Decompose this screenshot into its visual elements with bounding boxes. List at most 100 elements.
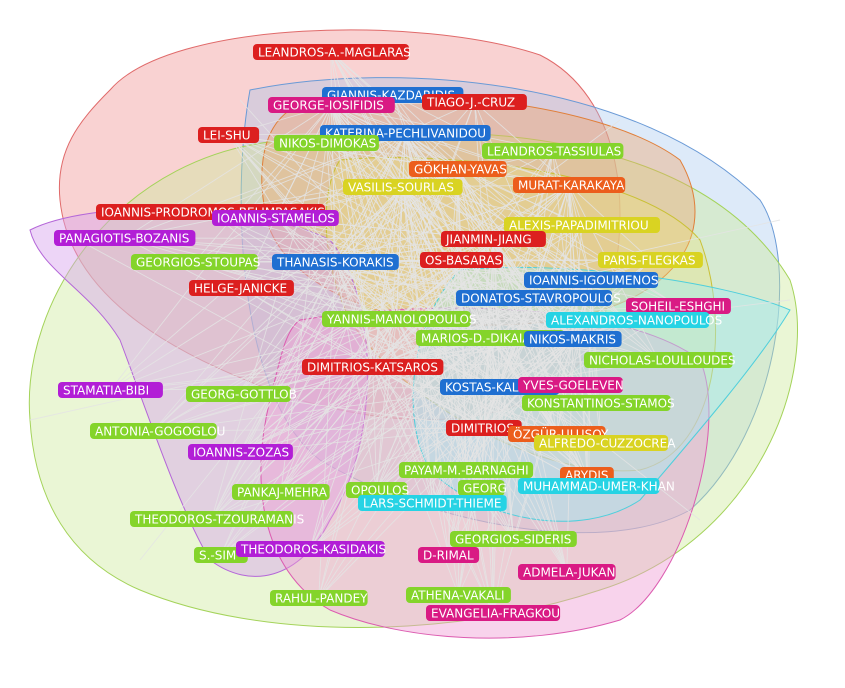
author-label-pill — [482, 143, 624, 159]
author-node[interactable]: ALEXANDROS-NANOPOULOS — [546, 312, 722, 328]
collaboration-edge — [310, 338, 574, 550]
collaboration-edge — [372, 366, 494, 614]
author-node[interactable]: DIMITRIOS-KATSAROS — [302, 359, 444, 375]
author-node[interactable]: LEANDROS-TASSIULAS — [482, 143, 624, 159]
author-node[interactable]: LEANDROS-A.-MAGLARAS — [253, 44, 411, 60]
author-node[interactable]: HELGE-JANICKE — [189, 280, 294, 296]
author-node[interactable]: ALFREDO-CUZZOCREA — [534, 435, 676, 451]
author-node[interactable]: IOANNIS-ZOZAS — [188, 444, 293, 460]
author-label-text: IOANNIS-STAMELOS — [217, 212, 335, 226]
collaboration-edge — [211, 168, 459, 520]
collaboration-edge — [240, 337, 491, 453]
author-label-pill — [406, 587, 511, 603]
author-node[interactable]: ADMELA-JUKAN — [518, 564, 616, 580]
collaboration-edge — [194, 261, 573, 340]
author-label-pill — [518, 478, 660, 494]
author-node[interactable]: JIANMIN-JIANG — [441, 231, 546, 247]
author-label-pill — [598, 252, 703, 268]
author-label-pill — [343, 179, 463, 195]
author-label-text: GEORG-GOTTLOB — [191, 388, 297, 402]
collaboration-edge — [211, 427, 484, 520]
author-label-pill — [584, 352, 733, 368]
author-label-text: THEODOROS-TZOURAMANIS — [134, 513, 304, 527]
author-label-text: IOANNIS-ZOZAS — [193, 446, 289, 460]
collaboration-edge — [59, 229, 301, 361]
author-node[interactable]: RAHUL-PANDEY — [270, 590, 368, 606]
collaboration-edge — [461, 259, 568, 573]
author-node[interactable]: YANNIS-MANOLOPOULOS — [322, 311, 477, 327]
author-node[interactable]: THEODOROS-TZOURAMANIS — [130, 511, 304, 527]
author-node[interactable]: MUHAMMAD-UMER-KHAN — [518, 478, 675, 494]
author-label-text: D-RIMAL — [423, 549, 474, 563]
collaboration-edge — [335, 261, 573, 340]
author-node[interactable]: S.-SIM — [194, 547, 248, 563]
collaboration-edge — [331, 104, 570, 186]
author-node[interactable]: YVES-GOELEVEN — [518, 377, 624, 393]
author-label-pill — [522, 395, 671, 411]
author-node[interactable]: ATHENA-VAKALI — [406, 587, 511, 603]
author-node[interactable]: STAMATIA-BIBI — [58, 382, 163, 398]
author-node[interactable]: PARIS-FLEGKAS — [598, 252, 703, 268]
author-label-pill — [274, 135, 379, 151]
author-node[interactable]: MURAT-KARAKAYA — [513, 177, 626, 193]
author-label-text: STAMATIA-BIBI — [63, 384, 149, 398]
author-node[interactable]: TIAGO-J.-CRUZ — [422, 94, 527, 110]
author-node[interactable]: GEORGIOS-SIDERIS — [450, 531, 577, 547]
author-node[interactable]: SOHEIL-ESHGHI — [626, 298, 731, 314]
author-node[interactable]: DIMITRIOS — [446, 420, 522, 436]
author-node[interactable]: THEODOROS-KASIDAKIS — [236, 541, 386, 557]
author-label-pill — [90, 423, 217, 439]
collaboration-edge — [490, 279, 592, 339]
collaboration-edge — [330, 104, 433, 504]
author-node[interactable]: GEORGE-IOSIFIDIS — [268, 97, 395, 113]
author-node[interactable]: GEORG-GOTTLOB — [186, 386, 297, 402]
author-node[interactable]: NIKOS-MAKRIS — [524, 331, 622, 347]
author-node[interactable]: PAYAM-M.-BARNAGHI — [399, 462, 534, 478]
author-node[interactable]: KONSTANTINOS-STAMOS — [522, 395, 675, 411]
author-label-pill — [272, 254, 399, 270]
collaboration-edge — [489, 337, 501, 388]
author-node[interactable]: OPOULOS — [346, 482, 409, 498]
author-node[interactable]: IOANNIS-STAMELOS — [212, 210, 339, 226]
collaboration-edge — [194, 261, 397, 320]
collaboration-edge — [458, 427, 485, 596]
author-node[interactable]: OS-BASARAS — [420, 252, 503, 268]
author-node[interactable]: LARS-SCHMIDT-THIEME — [358, 495, 507, 511]
author-node[interactable]: THANASIS-KORAKIS — [272, 254, 399, 270]
author-node[interactable]: D-RIMAL — [418, 547, 480, 563]
author-node[interactable]: VASILIS-SOURLAS — [343, 179, 463, 195]
author-label-text: ADMELA-JUKAN — [523, 566, 615, 580]
author-label-text: LEANDROS-A.-MAGLARAS — [258, 46, 411, 60]
collaboration-edge — [194, 132, 406, 263]
author-label-text: VASILIS-SOURLAS — [348, 181, 454, 195]
collaboration-edge — [29, 359, 301, 421]
collaboration-edge — [110, 104, 332, 391]
author-node[interactable]: ANTONIA-GOGOGLOU — [90, 423, 225, 439]
collaboration-edge — [275, 217, 573, 340]
author-node[interactable]: GEORG — [458, 480, 507, 496]
collaboration-edge — [372, 366, 485, 429]
author-label-pill — [518, 564, 616, 580]
collaboration-edge — [395, 318, 449, 556]
collaboration-edge — [335, 261, 397, 320]
collaboration-edge — [457, 168, 574, 340]
author-node[interactable]: GÖKHAN-YAVAS — [409, 161, 507, 178]
author-label-pill — [420, 252, 503, 268]
author-node[interactable]: EVANGELIA-FRAGKOU — [426, 605, 561, 621]
author-node[interactable]: PANAGIOTIS-BOZANIS — [54, 230, 196, 246]
author-label-text: PANAGIOTIS-BOZANIS — [59, 232, 189, 246]
author-label-text: DIMITRIOS-KATSAROS — [307, 361, 438, 375]
author-node[interactable]: ALEXIS-PAPADIMITRIOU — [504, 217, 660, 233]
author-node[interactable]: NIKOS-DIMOKAS — [274, 135, 379, 151]
author-node[interactable]: PANKAJ-MEHRA — [232, 484, 330, 500]
author-node[interactable]: GEORGIOS-STOUPAS — [131, 254, 260, 270]
author-label-text: MUHAMMAD-UMER-KHAN — [523, 480, 675, 494]
author-node[interactable]: DONATOS-STAVROPOULOS — [456, 290, 621, 306]
collaboration-edge — [552, 150, 592, 281]
collaboration-edge — [330, 104, 485, 429]
author-node[interactable]: NICHOLAS-LOULLOUDES — [584, 352, 736, 368]
collaboration-edge — [110, 168, 459, 391]
author-node[interactable]: IOANNIS-IGOUMENOS — [524, 272, 658, 288]
author-node[interactable]: LEI-SHU — [198, 127, 260, 143]
collaboration-edge — [240, 386, 500, 453]
